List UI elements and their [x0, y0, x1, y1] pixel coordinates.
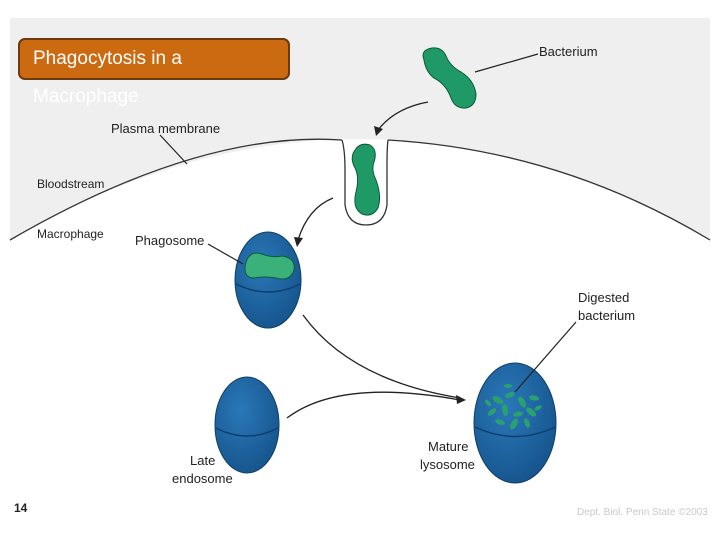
label-mature-line1: Mature: [428, 439, 469, 454]
label-late-line2: endosome: [172, 471, 233, 486]
slide-number: 14: [14, 501, 28, 515]
late-endosome: [214, 376, 280, 474]
label-mature-line2: lysosome: [420, 457, 475, 472]
label-macrophage: Macrophage: [37, 227, 104, 241]
digested-bacterium-fragments: [485, 384, 542, 430]
bacterium: [422, 47, 477, 109]
label-digested-line2: bacterium: [578, 308, 636, 323]
plasma-membrane: [9, 138, 711, 241]
phagosome: [234, 231, 302, 329]
label-digested-line1: Digested: [578, 290, 630, 305]
label-pointers: [159, 53, 577, 393]
label-phagosome: Phagosome: [135, 233, 205, 248]
bacterium-entering: [351, 143, 381, 216]
label-late-line1: Late: [190, 453, 216, 468]
credit-text: Dept. Biol. Penn State ©2003: [577, 507, 708, 518]
arrowheads: [294, 126, 466, 404]
label-plasma-membrane: Plasma membrane: [111, 121, 221, 136]
process-arrows: [286, 101, 461, 419]
slide-title: Phagocytosis in a Macrophage: [18, 38, 290, 107]
label-bacterium: Bacterium: [539, 44, 598, 59]
label-bloodstream: Bloodstream: [37, 177, 105, 191]
